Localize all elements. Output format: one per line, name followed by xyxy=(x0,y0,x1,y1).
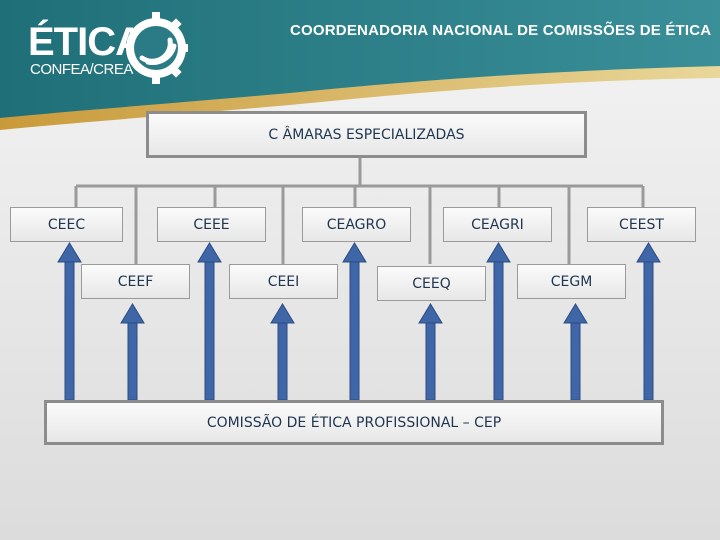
header-title: COORDENADORIA NACIONAL DE COMISSÕES DE É… xyxy=(290,22,712,39)
logo-subtitle: CONFEA/CREA xyxy=(30,61,133,78)
node-ceagri: CEAGRI xyxy=(443,207,552,242)
arrow-to-ceest xyxy=(636,242,661,401)
node-label: CEEI xyxy=(267,273,300,290)
node-ceec: CEEC xyxy=(10,207,123,242)
arrow-to-ceagro xyxy=(342,242,367,401)
node-ceeq: CEEQ xyxy=(377,266,486,301)
gear-logo-icon xyxy=(126,12,188,84)
node-label: CEEQ xyxy=(412,275,451,292)
node-label: CEEC xyxy=(47,216,86,233)
node-label: CEGM xyxy=(550,273,593,290)
arrow-to-ceee xyxy=(197,242,222,401)
node-label: CEEST xyxy=(619,216,664,233)
cep-box: COMISSÃO DE ÉTICA PROFISSIONAL – CEP xyxy=(44,400,664,445)
camaras-especializadas-label: C ÂMARAS ESPECIALIZADAS xyxy=(268,126,465,143)
node-ceef: CEEF xyxy=(81,264,190,299)
node-label: CEAGRI xyxy=(471,216,524,233)
arrow-to-ceef xyxy=(120,303,145,401)
node-cegm: CEGM xyxy=(517,264,626,299)
node-label: CEEF xyxy=(117,273,154,290)
node-label: CEEE xyxy=(193,216,230,233)
logo-wordmark: ÉTICA xyxy=(28,20,144,64)
camaras-especializadas-box: C ÂMARAS ESPECIALIZADAS xyxy=(146,111,587,158)
arrow-to-ceei xyxy=(270,303,295,401)
arrow-to-ceec xyxy=(57,242,82,401)
node-label: CEAGRO xyxy=(326,216,387,233)
arrow-to-ceagri xyxy=(486,242,511,401)
node-ceest: CEEST xyxy=(587,207,696,242)
arrow-to-ceeq xyxy=(418,303,443,401)
node-ceei: CEEI xyxy=(229,264,338,299)
node-ceee: CEEE xyxy=(157,207,266,242)
cep-label: COMISSÃO DE ÉTICA PROFISSIONAL – CEP xyxy=(206,414,502,431)
arrow-to-cegm xyxy=(563,303,588,401)
node-ceagro: CEAGRO xyxy=(302,207,411,242)
